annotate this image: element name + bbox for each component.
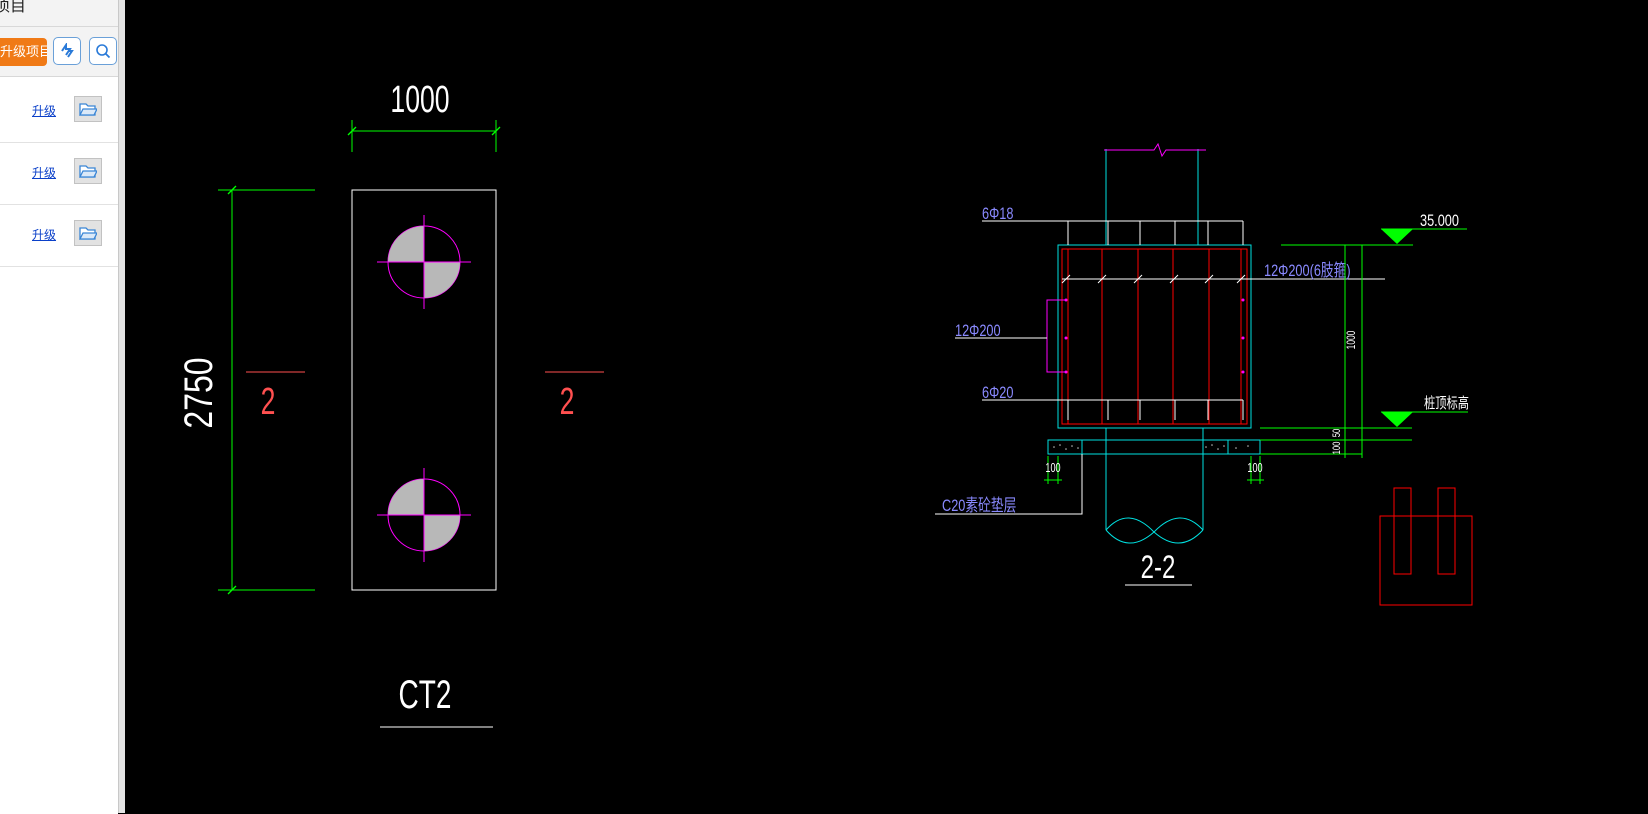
folder-icon <box>79 227 97 240</box>
open-folder-button[interactable] <box>74 158 102 184</box>
cushion-layer <box>1047 439 1261 455</box>
sync-icon <box>61 43 74 58</box>
section-mark-left: 2 <box>261 379 276 422</box>
top-elevation-text: 35.000 <box>1420 211 1459 230</box>
plan-name: CT2 <box>399 673 452 717</box>
cad-canvas[interactable]: 1000 2750 2 2 CT2 <box>124 0 1648 813</box>
folder-icon <box>79 103 97 116</box>
bottom-elevation-text: 桩顶标高 <box>1424 393 1469 411</box>
bottom-dim-b-text: 100 <box>1331 442 1344 455</box>
pile-cap-outline <box>351 189 497 591</box>
sidebar-splitter[interactable] <box>118 0 125 813</box>
top-rebar-label: 6Φ18 <box>982 204 1013 223</box>
upgrade-link[interactable]: 升级 <box>32 104 57 118</box>
section-mark-right: 2 <box>560 379 575 422</box>
list-item: 升级 <box>0 201 118 267</box>
section-name: 2-2 <box>1141 549 1176 585</box>
side-rebar-label: 12Φ200 <box>955 321 1001 340</box>
sidebar-title: 项目 <box>0 0 118 27</box>
project-list: 升级 升级 升级 <box>0 76 118 814</box>
height-tick <box>227 585 237 595</box>
width-tick <box>347 126 357 136</box>
search-icon <box>96 44 111 59</box>
search-button[interactable] <box>89 37 117 65</box>
upgrade-link[interactable]: 升级 <box>32 228 57 242</box>
width-dimension-text: 1000 <box>390 77 449 120</box>
top-elevation-marker <box>1381 229 1413 244</box>
section-cap-outline <box>1057 244 1252 429</box>
pile-symbol <box>377 468 471 562</box>
detail-bar <box>1393 487 1412 575</box>
bottom-dim-a-text: 50 <box>1331 429 1344 438</box>
cushion-label: C20素砼垫层 <box>942 496 1016 515</box>
side-rebar <box>1046 299 1066 373</box>
section-view: 6Φ18 12Φ200(6肢箍) 12Φ200 6Φ20 C20素砼垫层 100… <box>935 142 1473 606</box>
plan-view: 1000 2750 2 2 CT2 <box>176 77 604 728</box>
stirrup <box>1061 248 1248 425</box>
detail-bar <box>1437 487 1456 575</box>
sync-button[interactable] <box>53 37 81 65</box>
width-tick <box>491 126 501 136</box>
stirrup-label: 12Φ200(6肢箍) <box>1264 261 1351 280</box>
project-sidebar: 项目 升级项目 升级 升级 <box>0 0 125 814</box>
height-tick <box>227 185 237 195</box>
folder-icon <box>79 165 97 178</box>
upgrade-link[interactable]: 升级 <box>32 166 57 180</box>
pile-symbol <box>377 215 471 309</box>
height-dimension-text: 2750 <box>176 357 221 428</box>
left-dim-text: 100 <box>1045 462 1060 476</box>
bottom-elevation-marker <box>1381 412 1413 427</box>
open-folder-button[interactable] <box>74 220 102 246</box>
open-folder-button[interactable] <box>74 96 102 122</box>
right-dim-text: 100 <box>1247 462 1262 476</box>
bottom-rebar-label: 6Φ20 <box>982 383 1013 402</box>
upgrade-project-button[interactable]: 升级项目 <box>0 38 47 66</box>
list-item: 升级 <box>0 77 118 143</box>
cap-height-text: 1000 <box>1346 330 1359 349</box>
break-line <box>1104 142 1206 158</box>
detail-outline <box>1379 515 1473 606</box>
list-item: 升级 <box>0 139 118 205</box>
